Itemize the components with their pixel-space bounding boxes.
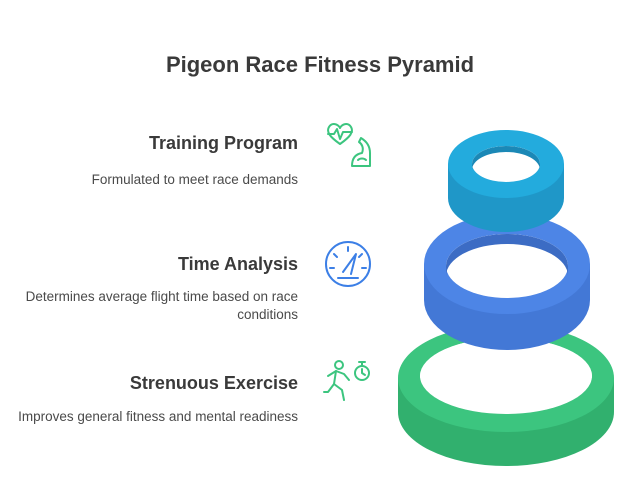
level-strenuous-exercise: Strenuous Exercise Improves general fitn… [0, 373, 298, 426]
level-heading: Strenuous Exercise [129, 373, 298, 393]
level-heading: Time Analysis [177, 254, 298, 274]
level-description: Formulated to meet race demands [91, 172, 298, 187]
diagram-title: Pigeon Race Fitness Pyramid [165, 52, 475, 77]
ring-training-program [448, 130, 564, 232]
speedometer-icon [325, 241, 371, 287]
heart-muscle-icon [327, 123, 371, 167]
level-training-program: Training Program Formulated to meet race… [0, 133, 298, 189]
level-description: Improves general fitness and mental read… [18, 409, 298, 424]
ring-strenuous-exercise [398, 324, 614, 466]
level-time-analysis: Time Analysis Determines average flight … [0, 254, 298, 324]
level-heading: Training Program [148, 133, 298, 153]
running-timer-icon [323, 360, 370, 401]
level-description: Determines average flight time based on … [25, 289, 298, 322]
ring-time-analysis [424, 213, 591, 350]
